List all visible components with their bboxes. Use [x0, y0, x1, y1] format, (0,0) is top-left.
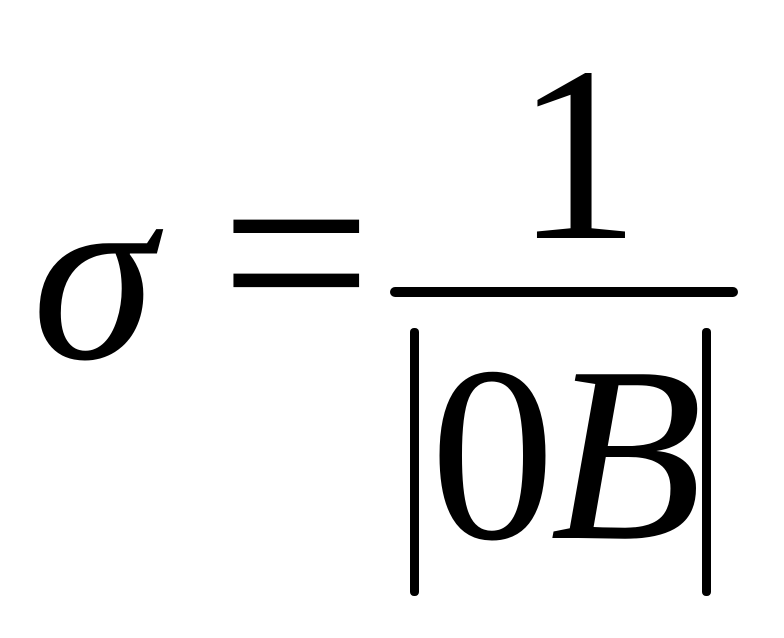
equals-sign: =	[220, 103, 373, 402]
abs-value-left-bar	[410, 328, 419, 596]
denominator-zero: 0	[430, 316, 555, 593]
sigma-symbol: σ	[32, 136, 156, 413]
fraction-numerator: 1	[515, 16, 640, 293]
denominator-variable-b: B	[550, 316, 703, 593]
abs-value-right-bar	[702, 328, 711, 596]
fraction-bar	[390, 287, 738, 297]
